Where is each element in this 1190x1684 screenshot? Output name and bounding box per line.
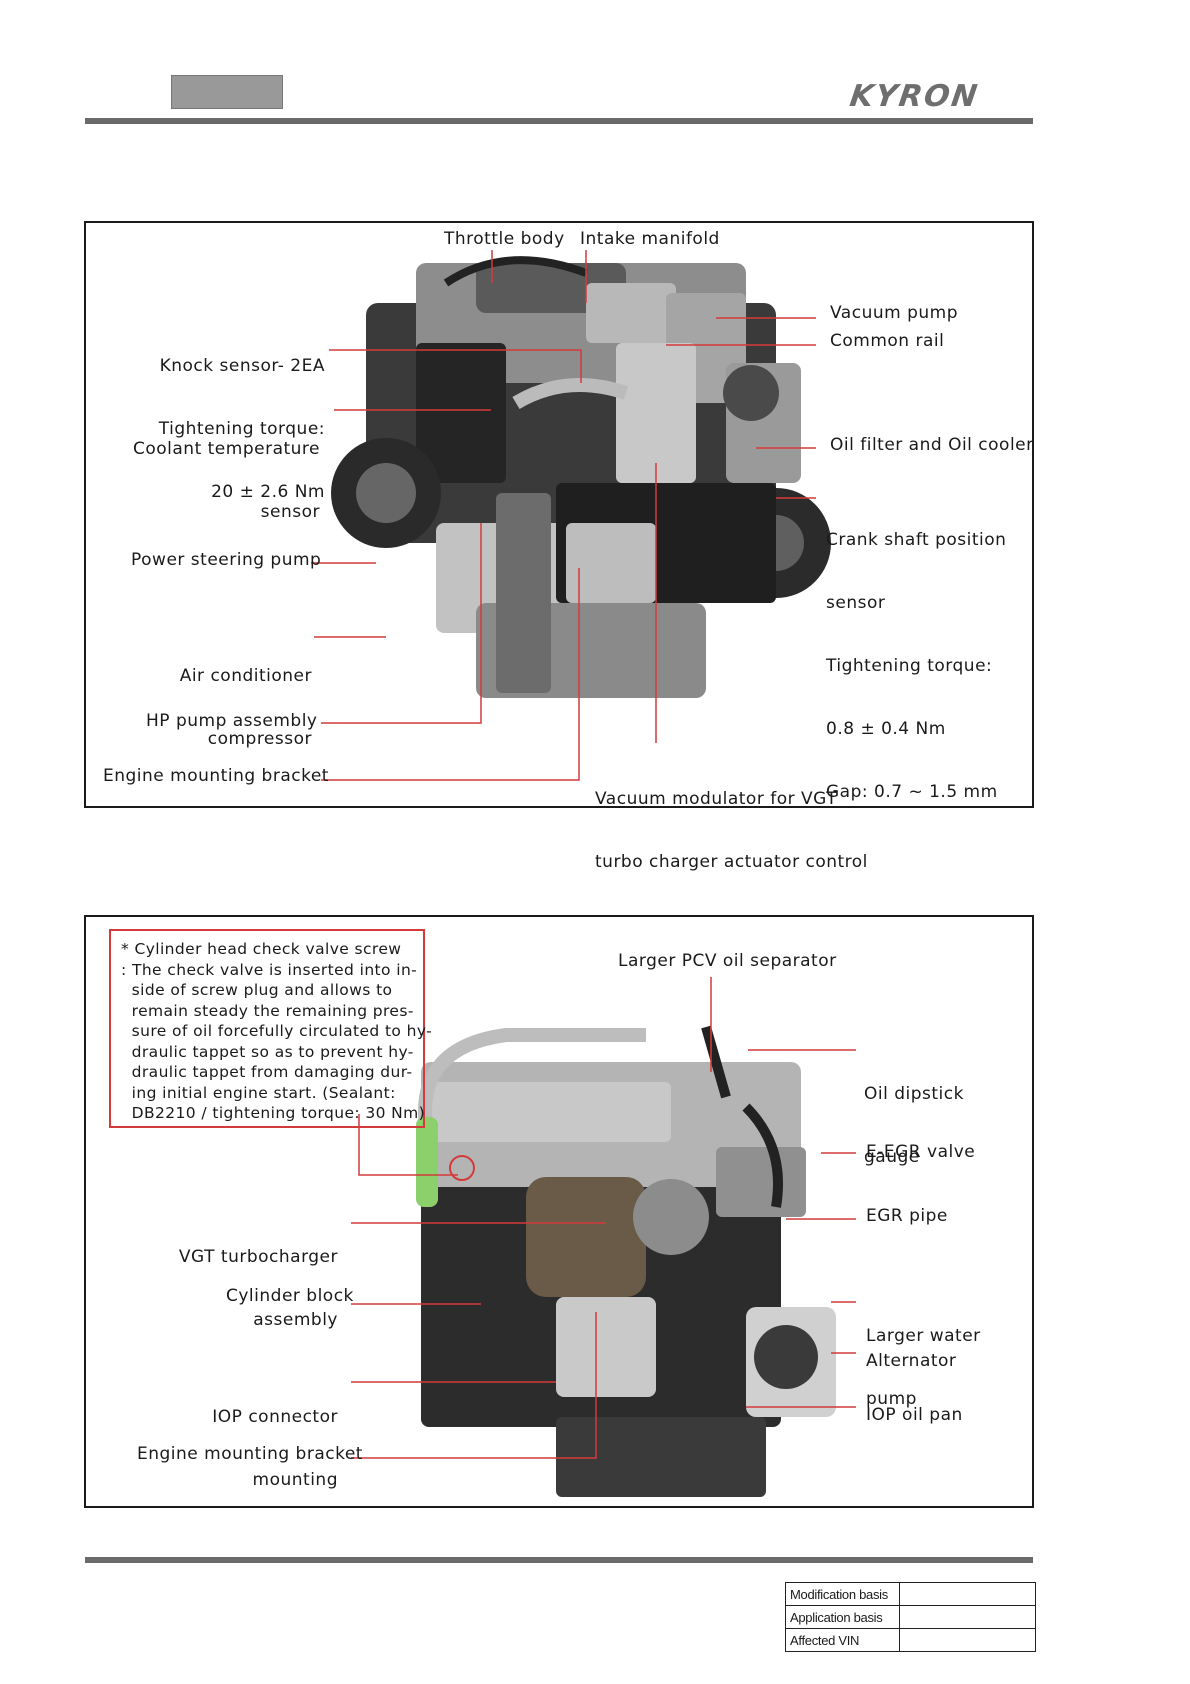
table-row: Application basis [785, 1605, 1036, 1629]
header-rule [85, 118, 1033, 124]
coolant-temp-line: sensor [260, 502, 320, 522]
crank-sensor-line: sensor [826, 593, 886, 613]
application-basis-value [899, 1605, 1036, 1629]
brand-logo: KYRON [847, 79, 982, 114]
label-oil-dipstick: Oil dipstick gauge [864, 1042, 964, 1189]
label-knock-sensor: Knock sensor- 2EA Tightening torque: 20 … [140, 314, 325, 524]
label-iop-connector: IOP connector mounting [190, 1365, 338, 1512]
figure-engine-front [84, 221, 1034, 808]
label-engine-mount-bracket-2: Engine mounting bracket [137, 1444, 363, 1464]
label-cylinder-block: Cylinder block [226, 1286, 354, 1306]
note-line: side of screw plug and allows to [121, 981, 393, 999]
note-line: draulic tappet from damaging dur- [121, 1063, 413, 1081]
vgt-line: assembly [253, 1310, 338, 1330]
label-water-pump: Larger water pump [866, 1284, 981, 1431]
label-vacuum-modulator: Vacuum modulator for VGT turbo charger a… [595, 747, 868, 894]
dipstick-line: gauge [864, 1147, 920, 1167]
note-line: ing initial engine start. (Sealant: [121, 1083, 396, 1102]
label-common-rail: Common rail [830, 331, 945, 351]
knock-sensor-line: Knock sensor- 2EA [159, 356, 325, 376]
crank-sensor-line: Crank shaft position [826, 530, 1007, 550]
water-pump-line: Larger water [866, 1326, 981, 1346]
affected-vin-label: Affected VIN [785, 1628, 900, 1652]
iop-connector-line: mounting [252, 1470, 338, 1490]
iop-connector-line: IOP connector [212, 1407, 338, 1427]
coolant-temp-line: Coolant temperature [132, 439, 320, 459]
water-pump-line: pump [866, 1389, 917, 1409]
leader-lines-side [351, 977, 856, 1459]
vacuum-modulator-line: turbo charger actuator control [595, 852, 868, 872]
label-oil-filter-cooler: Oil filter and Oil cooler [830, 435, 1034, 455]
label-ac-compressor: Air conditioner compressor [150, 624, 312, 771]
check-valve-note: * Cylinder head check valve screw : The … [109, 929, 433, 1128]
revision-table: Modification basis Application basis Aff… [785, 1582, 1036, 1652]
section-tab [171, 75, 283, 109]
modification-basis-value [899, 1582, 1036, 1606]
note-line: sure of oil forcefully circulated to hy- [121, 1022, 433, 1040]
label-intake-manifold: Intake manifold [580, 229, 720, 249]
label-e-egr-valve: E-EGR valve [866, 1142, 976, 1162]
label-vgt-turbocharger: VGT turbocharger assembly [170, 1205, 338, 1352]
leader-lines-front [311, 250, 816, 781]
note-line: * Cylinder head check valve screw [121, 940, 402, 958]
vacuum-modulator-line: Vacuum modulator for VGT [595, 789, 838, 809]
table-row: Affected VIN [785, 1628, 1036, 1652]
label-crank-shaft-sensor: Crank shaft position sensor Tightening t… [826, 488, 1006, 824]
knock-sensor-line: Tightening torque: [158, 419, 325, 439]
table-row: Modification basis [785, 1582, 1036, 1606]
crank-sensor-line: Gap: 0.7 ~ 1.5 mm [826, 782, 998, 802]
engine-photo-side [416, 1025, 836, 1497]
dipstick-line: Oil dipstick [864, 1084, 964, 1104]
label-alternator: Alternator [866, 1351, 957, 1371]
engine-photo-front [331, 256, 831, 698]
application-basis-label: Application basis [785, 1605, 900, 1629]
note-line: : The check valve is inserted into in- [121, 960, 418, 979]
affected-vin-value [899, 1628, 1036, 1652]
figure-engine-side [84, 915, 1034, 1508]
knock-sensor-line: 20 ± 2.6 Nm [211, 482, 325, 502]
ac-compressor-line: Air conditioner [179, 666, 312, 686]
footer-rule [85, 1557, 1033, 1563]
label-engine-mount-bracket: Engine mounting bracket [103, 766, 329, 786]
label-throttle-body: Throttle body [444, 229, 565, 249]
note-line: DB2210 / tightening torque: 30 Nm) [121, 1104, 426, 1122]
vgt-line: VGT turbocharger [178, 1247, 338, 1267]
crank-sensor-line: Tightening torque: [826, 656, 993, 676]
note-line: remain steady the remaining pres- [121, 1001, 414, 1020]
ac-compressor-line: compressor [207, 729, 312, 749]
label-egr-pipe: EGR pipe [866, 1206, 948, 1226]
crank-sensor-line: 0.8 ± 0.4 Nm [826, 719, 946, 739]
modification-basis-label: Modification basis [785, 1582, 900, 1606]
label-hp-pump: HP pump assembly [146, 711, 318, 731]
label-iop-oil-pan: IOP oil pan [866, 1405, 963, 1425]
note-line: draulic tappet so as to prevent hy- [121, 1042, 414, 1061]
label-vacuum-pump: Vacuum pump [830, 303, 959, 323]
label-pcv-oil-separator: Larger PCV oil separator [618, 951, 837, 971]
label-power-steering-pump: Power steering pump [131, 550, 322, 570]
label-coolant-temp-sensor: Coolant temperature sensor [130, 397, 320, 544]
